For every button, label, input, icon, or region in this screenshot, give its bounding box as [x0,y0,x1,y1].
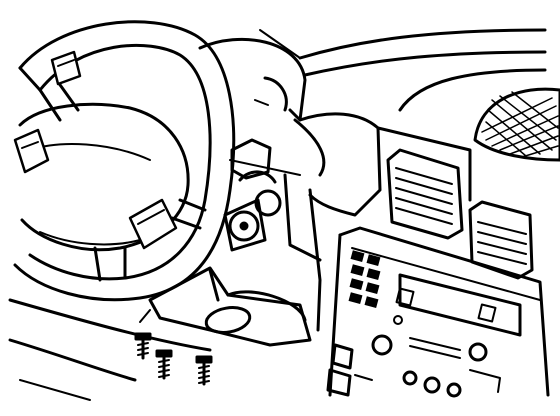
screw-3 [195,355,213,386]
steering-wheel-buttons [13,50,178,250]
right-air-vent [468,200,534,280]
screw-2 [155,349,173,380]
radio-display [395,273,522,337]
lower-switch-panel [326,343,373,397]
steering-wheel-spokes [38,80,207,282]
dashboard-top [259,28,547,112]
lower-dash-panel [8,159,322,401]
left-air-vent [386,148,464,240]
radio-knobs-and-slot [371,315,501,398]
speaker-grille [473,87,560,162]
center-console [328,226,550,397]
screw-1 [134,332,152,360]
instrument-cluster-hood [198,37,326,177]
radio-button-cluster [348,250,381,309]
steering-column-lower-cover [139,266,312,347]
center-vent-housing [298,112,472,217]
